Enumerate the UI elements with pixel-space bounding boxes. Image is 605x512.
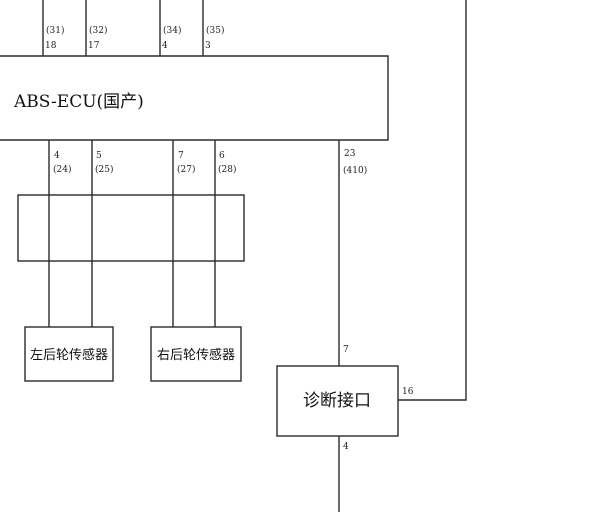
bottom-pin-num-1: 4: [54, 151, 60, 161]
bottom-pin-id-4: (28): [218, 164, 236, 175]
top-pin-num-3: 4: [162, 41, 168, 51]
bottom-pin-id-5: (410): [343, 165, 367, 176]
top-pin-id-2: (32): [89, 25, 107, 36]
top-pin-num-1: 18: [45, 41, 57, 51]
bottom-pin-num-2: 5: [96, 151, 102, 161]
bottom-pin-num-3: 7: [178, 151, 184, 161]
right-sensor-box: [150, 326, 242, 382]
diag-interface-label: 诊断接口: [303, 391, 371, 411]
bottom-pin-num-4: 6: [219, 151, 225, 161]
ecu-box: [0, 55, 389, 141]
bottom-pin-id-3: (27): [177, 164, 195, 175]
top-pin-id-3: (34): [163, 25, 181, 36]
left-sensor-label: 左后轮传感器: [30, 347, 108, 363]
bottom-pin-num-5: 23: [344, 149, 356, 159]
bottom-pin-id-2: (25): [95, 164, 113, 175]
wire-diag-16: [398, 0, 467, 401]
diag-pin-right: 16: [402, 387, 414, 397]
bottom-pin-id-1: (24): [53, 164, 71, 175]
connector-box: [17, 194, 245, 262]
top-pin-id-4: (35): [206, 25, 224, 36]
right-sensor-label: 右后轮传感器: [157, 347, 235, 363]
top-pin-num-4: 3: [205, 41, 211, 51]
ecu-label: ABS-ECU(国产): [13, 92, 144, 112]
diag-interface-box: [276, 365, 399, 437]
diag-pin-top: 7: [343, 345, 349, 355]
top-pin-id-1: (31): [46, 25, 64, 36]
left-sensor-box: [24, 326, 114, 382]
diag-pin-bottom: 4: [343, 442, 349, 452]
top-pin-num-2: 17: [88, 41, 100, 51]
